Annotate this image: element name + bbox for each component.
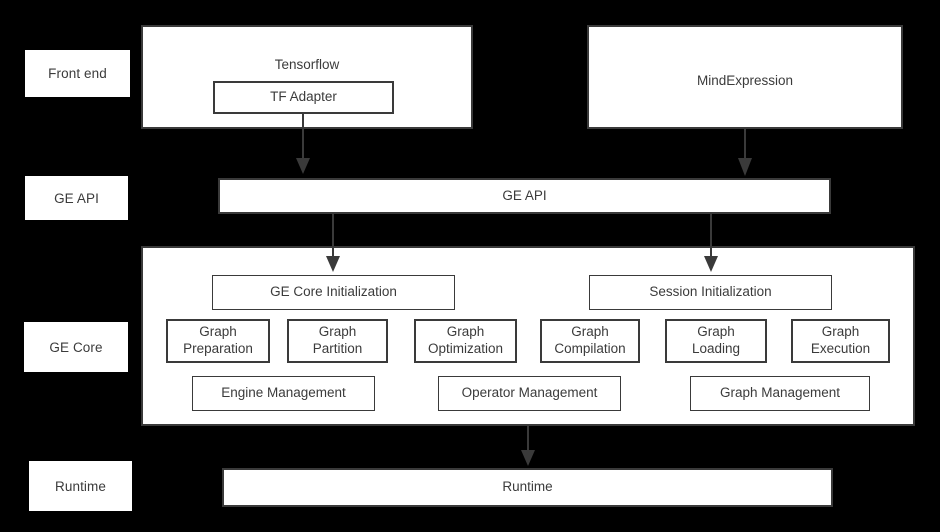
graph-optimization-box[interactable]: Graph Optimization bbox=[414, 319, 517, 363]
graph-loading-box[interactable]: Graph Loading bbox=[665, 319, 767, 363]
arrow-ge-core-to-runtime bbox=[521, 426, 535, 466]
row-label-text: GE Core bbox=[49, 339, 103, 355]
row-label-text: Runtime bbox=[55, 478, 106, 494]
row-label-ge-api: GE API bbox=[25, 176, 128, 220]
runtime-bar[interactable]: Runtime bbox=[222, 468, 833, 507]
graph-preparation-box[interactable]: Graph Preparation bbox=[166, 319, 270, 363]
row-label-text: GE API bbox=[54, 190, 99, 206]
operator-management-box[interactable]: Operator Management bbox=[438, 376, 621, 411]
graph-compilation-box[interactable]: Graph Compilation bbox=[540, 319, 640, 363]
graph-execution-box[interactable]: Graph Execution bbox=[791, 319, 890, 363]
graph-management-box[interactable]: Graph Management bbox=[690, 376, 870, 411]
row-label-front-end: Front end bbox=[25, 50, 130, 97]
arrow-mindexpression-to-ge-api bbox=[738, 129, 752, 176]
mindexpression-panel[interactable]: MindExpression bbox=[587, 25, 903, 129]
row-label-ge-core: GE Core bbox=[24, 322, 128, 372]
graph-partition-box[interactable]: Graph Partition bbox=[287, 319, 388, 363]
tf-adapter-box[interactable]: TF Adapter bbox=[213, 81, 394, 114]
session-initialization-box[interactable]: Session Initialization bbox=[589, 275, 832, 310]
engine-management-box[interactable]: Engine Management bbox=[192, 376, 375, 411]
ge-core-initialization-box[interactable]: GE Core Initialization bbox=[212, 275, 455, 310]
tensorflow-title: Tensorflow bbox=[274, 57, 340, 72]
row-label-runtime: Runtime bbox=[29, 461, 132, 511]
mindexpression-title: MindExpression bbox=[696, 73, 794, 88]
ge-api-bar[interactable]: GE API bbox=[218, 178, 831, 214]
row-label-text: Front end bbox=[48, 66, 107, 81]
